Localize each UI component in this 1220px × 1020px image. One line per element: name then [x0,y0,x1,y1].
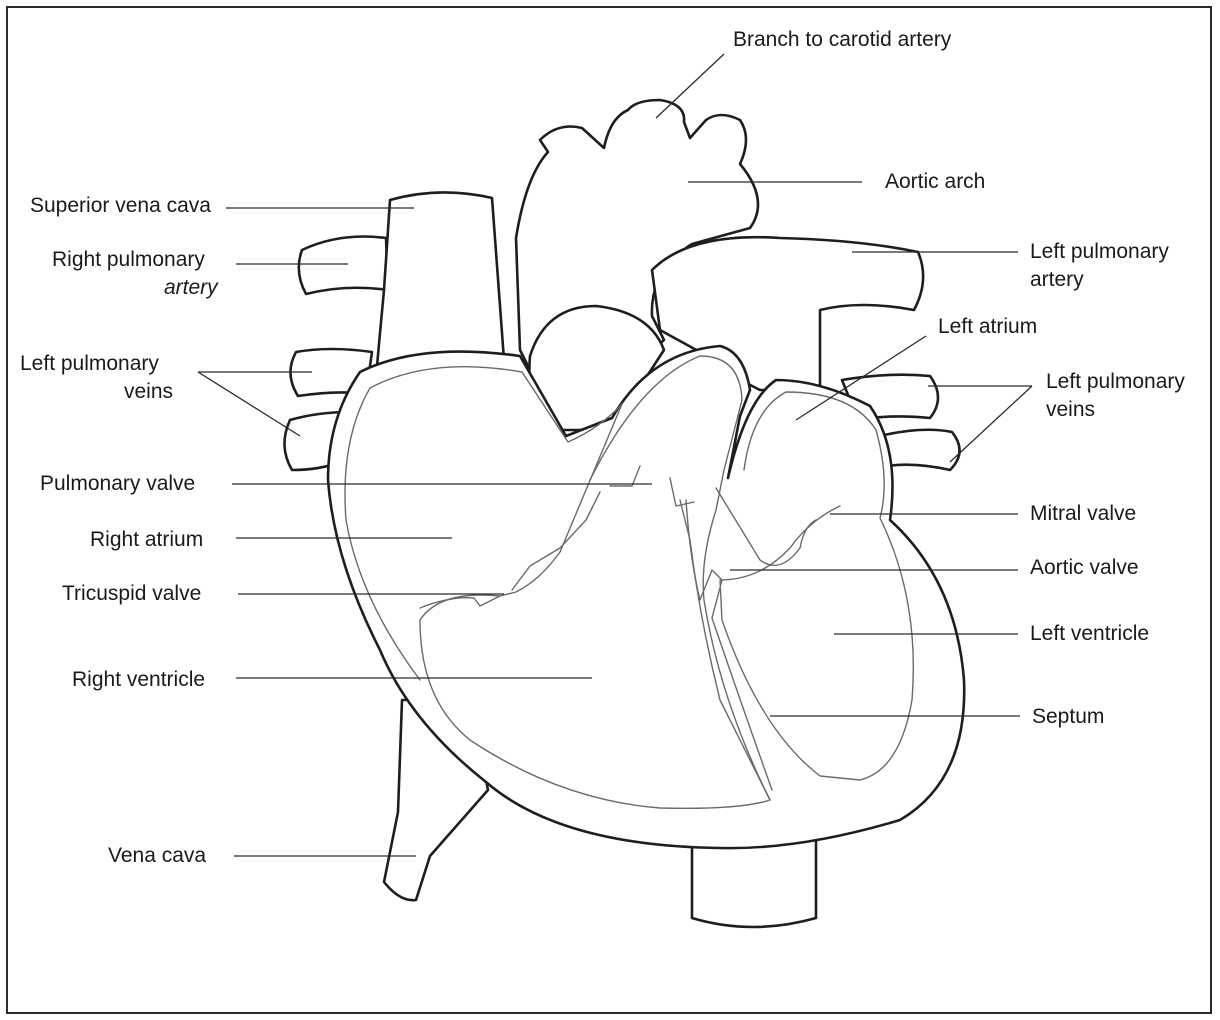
label-superior-vena-cava: Superior vena cava [30,192,211,220]
label-left-ventricle: Left ventricle [1030,620,1149,648]
label-branch-to-carotid-artery: Branch to carotid artery [733,26,951,54]
label-right-pulmonary-artery-line1: Right pulmonary [52,246,205,274]
label-left-pulmonary-veins-left-line1: Left pulmonary [20,350,159,378]
label-right-pulmonary-artery-line2: artery [164,274,218,302]
label-left-pulmonary-artery-line1: Left pulmonary [1030,238,1169,266]
label-aortic-arch: Aortic arch [885,168,985,196]
label-septum: Septum [1032,703,1104,731]
label-left-pulmonary-veins-right-line1: Left pulmonary [1046,368,1185,396]
label-right-atrium: Right atrium [90,526,203,554]
label-aortic-valve: Aortic valve [1030,554,1139,582]
label-pulmonary-valve: Pulmonary valve [40,470,195,498]
label-vena-cava: Vena cava [108,842,206,870]
leader-branch-to-carotid [656,54,724,118]
leader-left-pulmonary-veins-l2 [198,372,300,436]
label-left-atrium: Left atrium [938,313,1037,341]
label-left-pulmonary-veins-left-line2: veins [124,378,173,406]
leader-left-pulmonary-veins-r2 [950,386,1032,462]
label-right-ventricle: Right ventricle [72,666,205,694]
label-mitral-valve: Mitral valve [1030,500,1136,528]
label-left-pulmonary-artery-line2: artery [1030,266,1084,294]
label-left-pulmonary-veins-right-line2: veins [1046,396,1095,424]
label-tricuspid-valve: Tricuspid valve [62,580,201,608]
leader-left-atrium [796,336,926,420]
